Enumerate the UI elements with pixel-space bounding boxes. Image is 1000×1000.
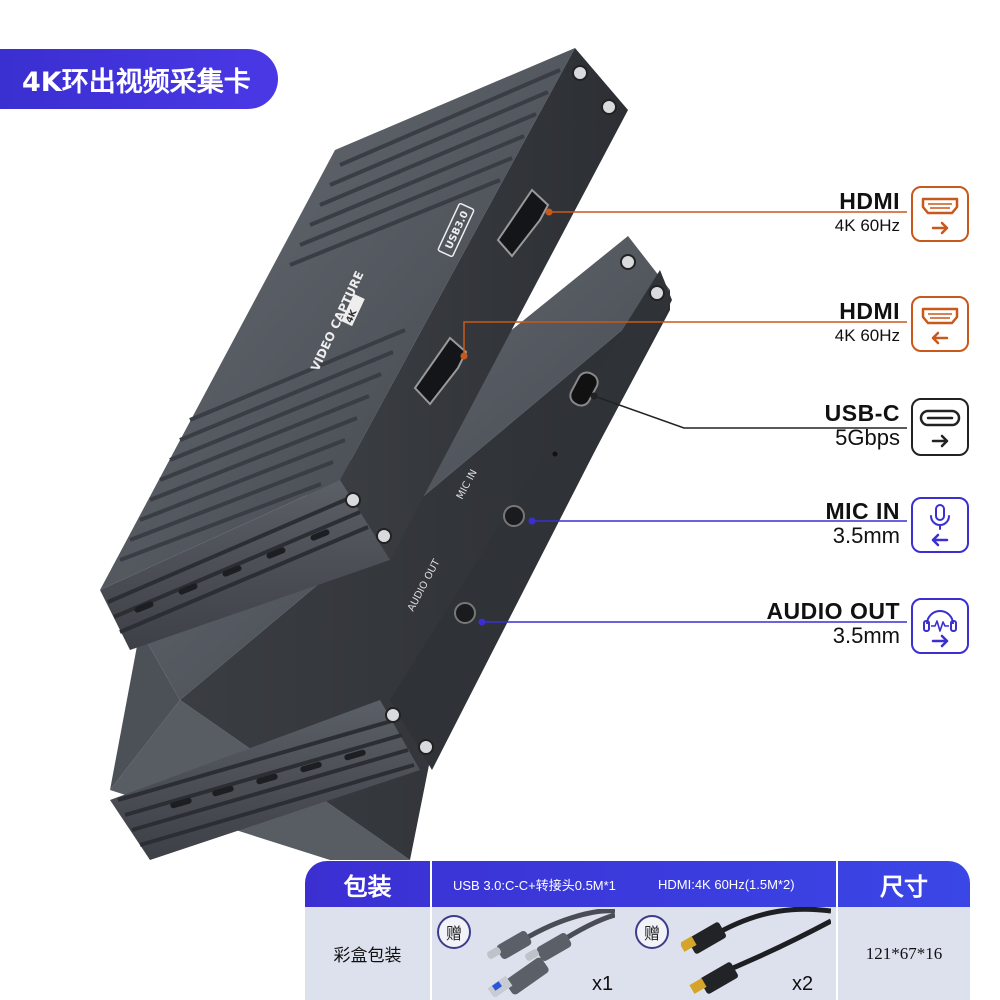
- hdmi-in-icon: [911, 296, 969, 352]
- usb-quantity: x1: [592, 973, 614, 995]
- header-size: 尺寸: [880, 872, 928, 901]
- callout-sub: 3.5mm: [832, 623, 900, 648]
- table-header: [305, 861, 970, 907]
- product-title: 4K环出视频采集卡: [22, 66, 251, 98]
- callout-name: USB-C: [824, 400, 900, 426]
- header-usb-cable: USB 3.0:C-C+转接头0.5M*1: [453, 877, 616, 893]
- callout-audio-out: AUDIO OUT 3.5mm: [766, 598, 900, 648]
- column-divider: [430, 861, 432, 1000]
- hdmi-cable-image: [681, 907, 831, 994]
- product-image: MIC IN AUDIO OUT VIDEO CAPTURE: [100, 48, 907, 860]
- hdmi-quantity: x2: [792, 973, 814, 995]
- callout-sub: 4K 60Hz: [834, 216, 900, 235]
- callout-name: HDMI: [839, 298, 900, 324]
- gift-badge-usb: 赠: [437, 915, 471, 949]
- microphone-icon: [911, 497, 969, 553]
- callout-mic-in: MIC IN 3.5mm: [825, 498, 900, 548]
- packaging-value: 彩盒包装: [333, 946, 402, 966]
- column-divider: [836, 861, 838, 1000]
- title-badge: 4K环出视频采集卡: [0, 49, 278, 109]
- header-packaging: 包装: [343, 872, 392, 901]
- size-value: 121*67*16: [865, 943, 943, 963]
- callout-sub: 5Gbps: [835, 425, 900, 450]
- hdmi-out-icon: [911, 186, 969, 242]
- usb-cable-image: [487, 909, 615, 997]
- usb-c-icon: [911, 398, 969, 456]
- capture-card-front: VIDEO CAPTURE 4K USB3.0: [100, 48, 628, 650]
- gift-badge-hdmi: 赠: [635, 915, 669, 949]
- callout-sub: 3.5mm: [832, 523, 900, 548]
- leader-lines: [460, 208, 907, 626]
- callout-name: AUDIO OUT: [766, 598, 900, 624]
- callout-name: HDMI: [839, 188, 900, 214]
- package-table: 包装 USB 3.0:C-C+转接头0.5M*1 HDMI:4K 60Hz(1.…: [305, 861, 970, 1000]
- callout-hdmi-in: HDMI 4K 60Hz: [835, 298, 900, 348]
- headset-icon: [911, 598, 969, 654]
- callout-sub: 4K 60Hz: [834, 326, 900, 345]
- callout-usb-c: USB-C 5Gbps: [825, 400, 900, 450]
- callout-name: MIC IN: [825, 498, 900, 524]
- header-hdmi-cable: HDMI:4K 60Hz(1.5M*2): [658, 876, 795, 892]
- callout-hdmi-out: HDMI 4K 60Hz: [835, 188, 900, 238]
